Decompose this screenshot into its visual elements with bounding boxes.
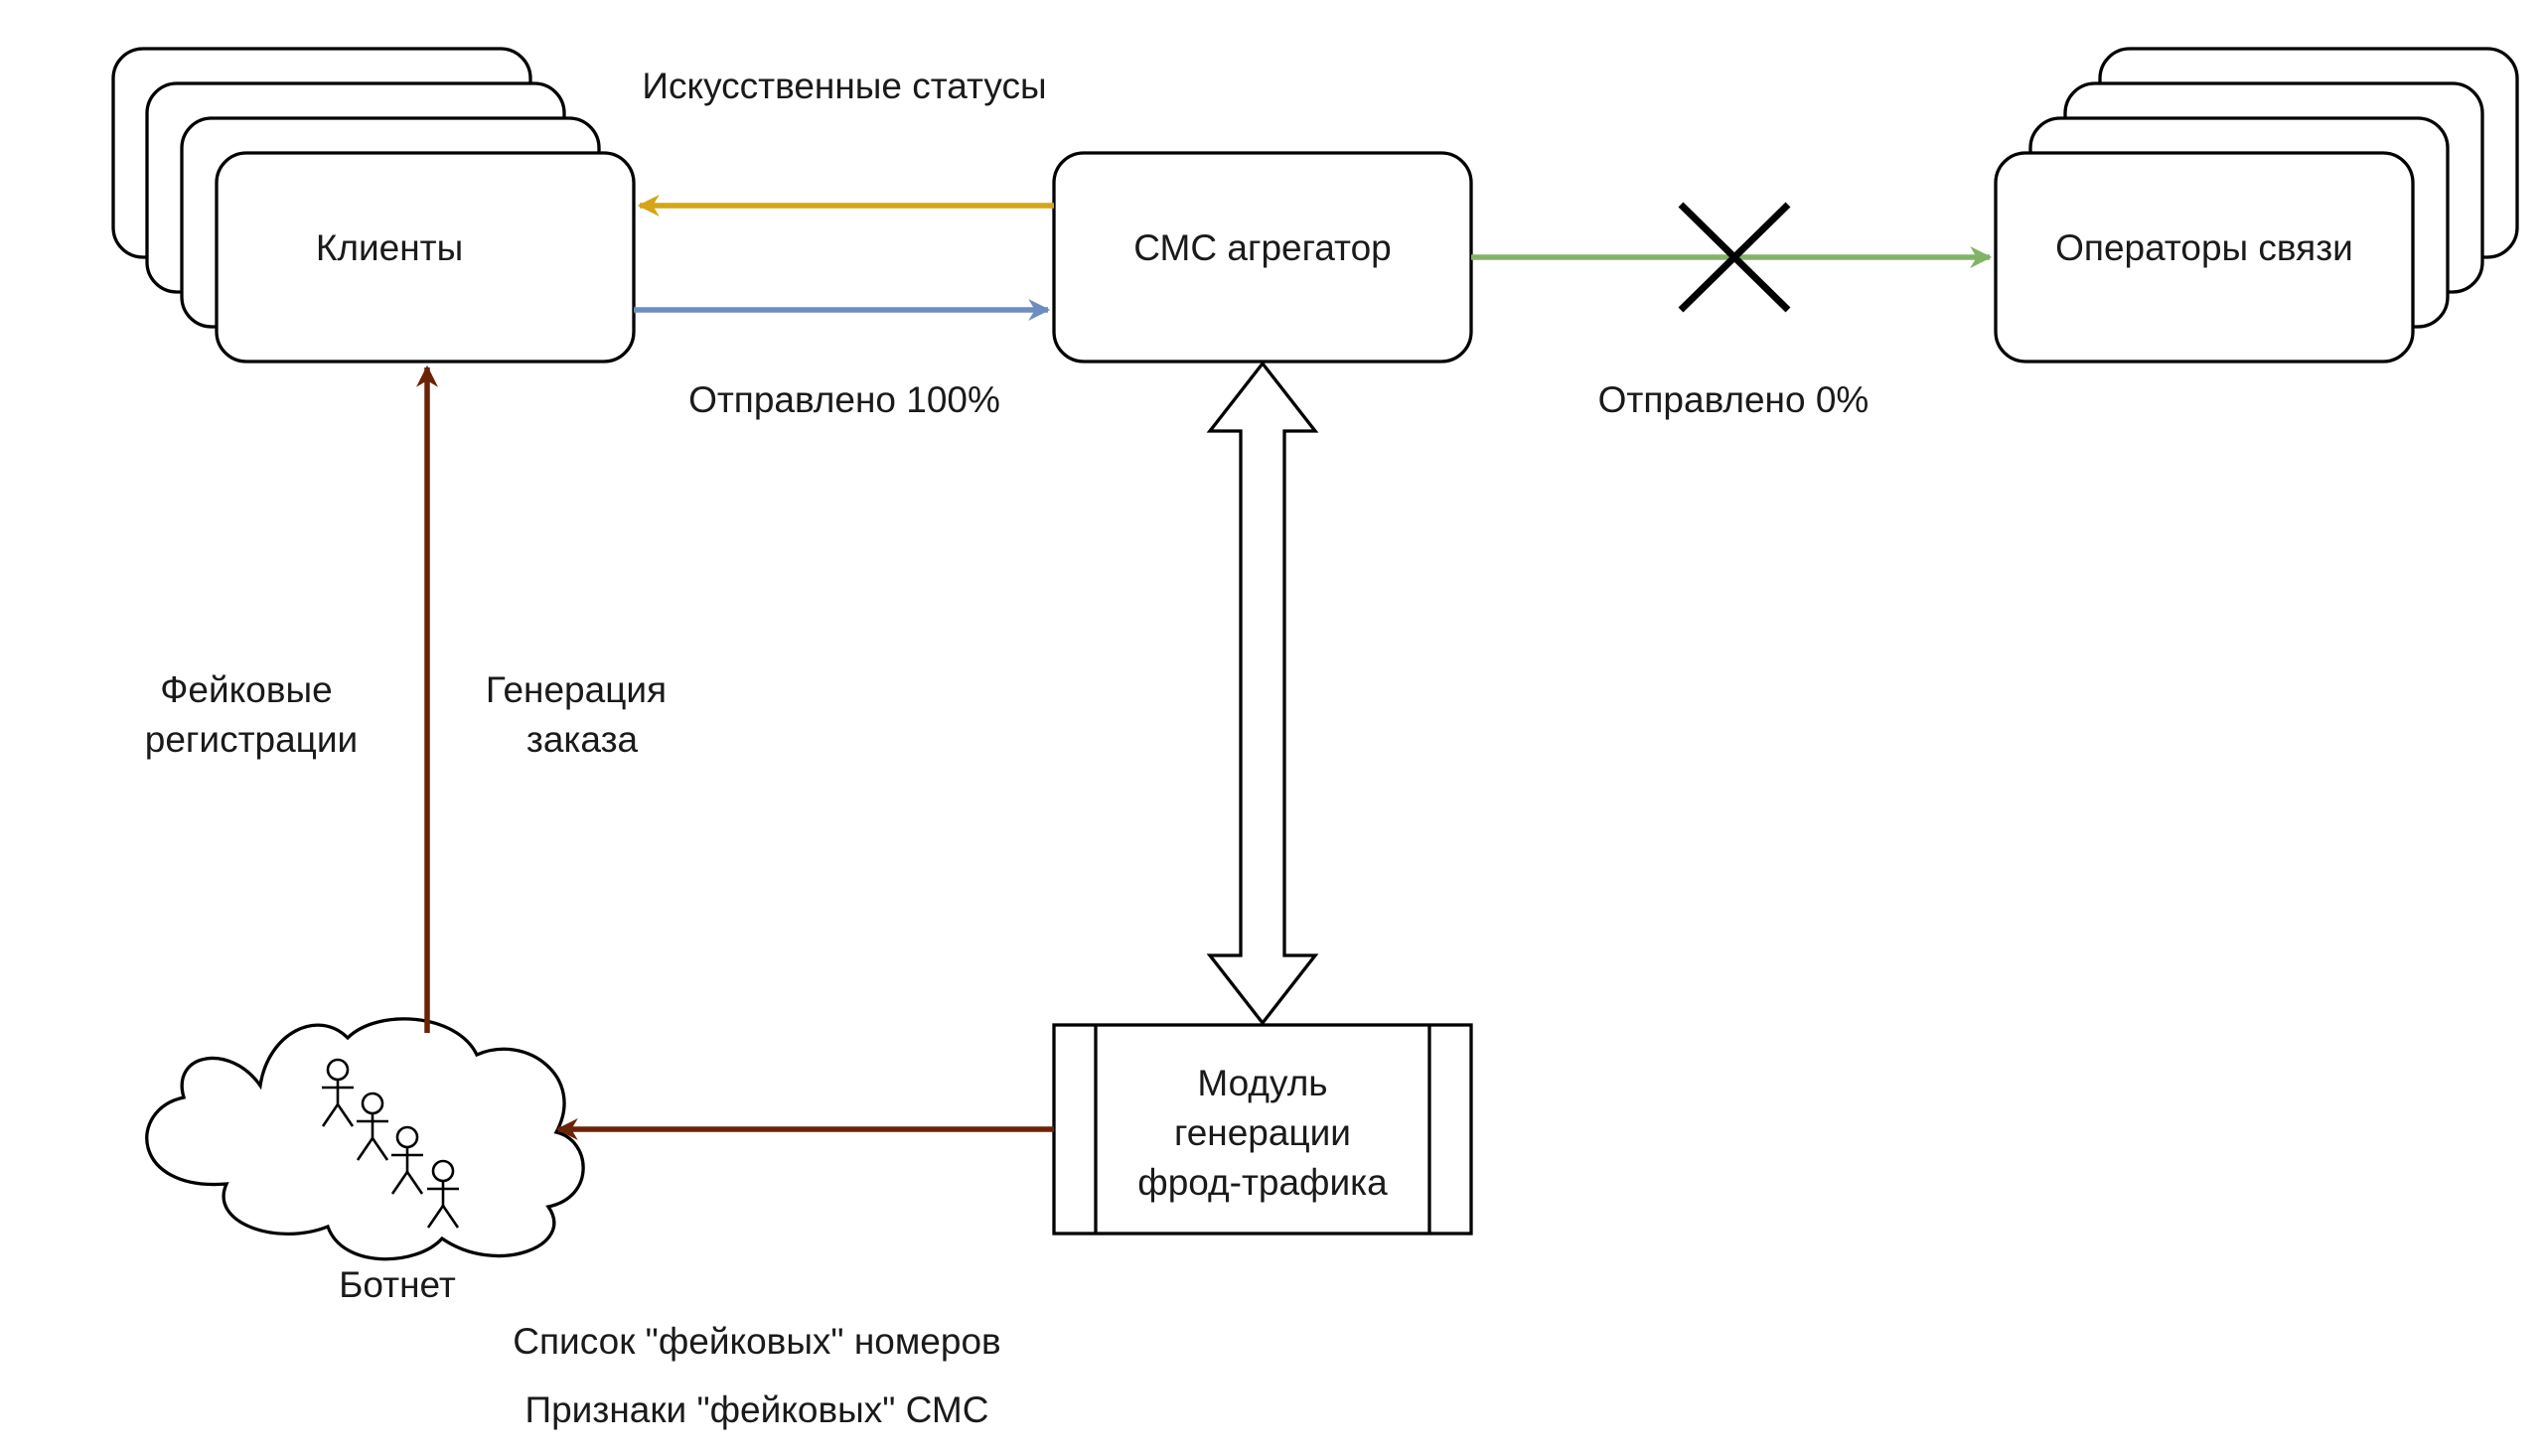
module-label-line-1: Модуль bbox=[1197, 1063, 1327, 1103]
botnet-node: Ботнет bbox=[145, 1017, 585, 1305]
fraud-module-node: Модуль генерации фрод-трафика bbox=[1052, 1023, 1473, 1236]
cross-icon bbox=[1678, 202, 1791, 313]
fake-numbers-list-label: Список "фейковых" номеров bbox=[513, 1321, 1000, 1362]
module-label-line-2: генерации bbox=[1174, 1112, 1351, 1153]
fake-registrations-line-1: Фейковые bbox=[160, 669, 332, 710]
stick-figure-icon bbox=[321, 1058, 355, 1127]
aggregator-node: СМС агрегатор bbox=[1052, 151, 1473, 364]
operators-label: Операторы связи bbox=[2055, 227, 2353, 268]
clients-label: Клиенты bbox=[316, 227, 463, 268]
sent-100-label: Отправлено 100% bbox=[688, 379, 1000, 420]
stick-figure-icon bbox=[426, 1159, 460, 1229]
cloud-icon bbox=[145, 1017, 585, 1261]
fake-sms-signs-label: Признаки "фейковых" СМС bbox=[525, 1389, 989, 1430]
order-generation-line-2: заказа bbox=[526, 719, 639, 760]
clients-node: Клиенты bbox=[111, 47, 636, 364]
botnet-label: Ботнет bbox=[339, 1264, 456, 1305]
stick-figure-icon bbox=[356, 1092, 389, 1161]
fake-registrations-line-2: регистрации bbox=[145, 719, 358, 760]
artificial-statuses-label: Искусственные статусы bbox=[642, 66, 1046, 106]
operators-node: Операторы связи bbox=[1994, 47, 2519, 364]
module-label-line-3: фрод-трафика bbox=[1137, 1162, 1388, 1203]
double-arrow bbox=[1206, 361, 1319, 1026]
sent-0-label: Отправлено 0% bbox=[1598, 379, 1870, 420]
stick-figure-icon bbox=[390, 1125, 424, 1195]
aggregator-label: СМС агрегатор bbox=[1133, 227, 1392, 268]
order-generation-line-1: Генерация bbox=[486, 669, 667, 710]
